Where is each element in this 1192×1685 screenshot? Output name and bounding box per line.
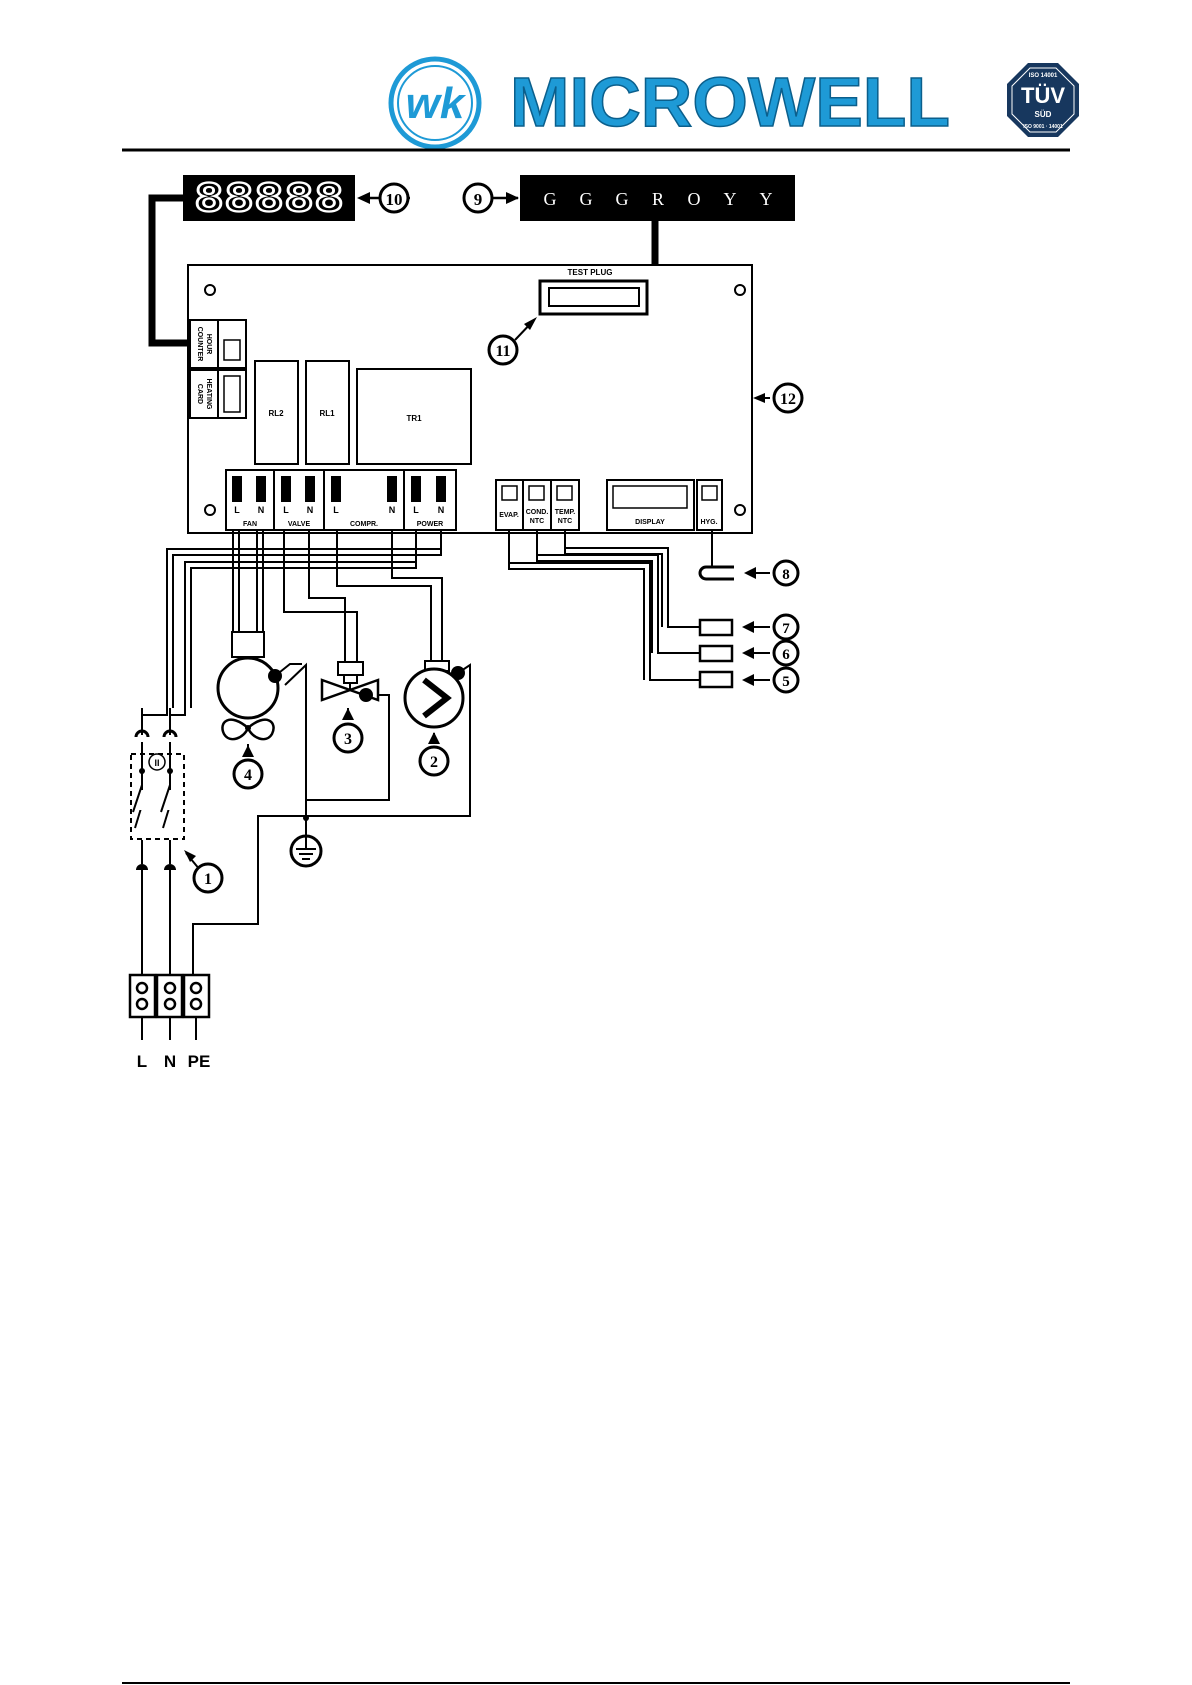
power-pin-n: N	[438, 505, 445, 515]
evap-port-label: EVAP.	[499, 512, 519, 519]
valve-terminal-label: VALVE	[288, 521, 311, 528]
callout-7: 7	[782, 621, 790, 637]
callout-12: 12	[780, 391, 796, 408]
port-cond-ntc: COND. NTC	[523, 480, 551, 530]
cert-ring-text: ISO 9001 · 14001	[1023, 124, 1063, 130]
callout-9: 9	[474, 190, 483, 209]
port-hyg: HYG.	[697, 480, 722, 530]
cert-main-text: TÜV	[1021, 83, 1065, 108]
port-evap: EVAP.	[496, 480, 523, 530]
port-temp-ntc: TEMP. NTC	[551, 480, 579, 530]
solenoid-valve: 3	[322, 662, 378, 752]
supply-label-n: N	[164, 1052, 176, 1071]
connector-pin-6: Y	[724, 189, 737, 209]
header: wk MICROWELL ISO 14001 TÜV SÜD ISO 9001 …	[122, 59, 1079, 150]
callout-5: 5	[782, 674, 790, 690]
callout-4: 4	[244, 767, 252, 784]
cond-port-label-2: NTC	[530, 518, 544, 525]
logo-mark-text: wk	[406, 79, 467, 128]
callout-8: 8	[782, 567, 790, 583]
callout-10: 10	[386, 190, 403, 209]
ground-symbol	[291, 815, 321, 866]
relay-rl1-label: RL1	[319, 409, 335, 418]
test-plug-label: TEST PLUG	[568, 268, 613, 277]
callout-2: 2	[430, 754, 438, 771]
hour-counter-label-1: HOUR	[205, 334, 212, 355]
temp-port-label-2: NTC	[558, 518, 572, 525]
power-terminal-label: POWER	[417, 521, 443, 528]
callout-6: 6	[782, 647, 790, 663]
fan-motor: 4	[218, 658, 302, 788]
connector-pin-5: O	[688, 189, 701, 209]
hour-counter-label-2: COUNTER	[196, 327, 203, 362]
control-board: 12 TEST PLUG 11 HOUR COUNTER HEATING CAR…	[188, 265, 802, 533]
display-digits: 88888	[194, 176, 344, 220]
cond-port-label-1: COND.	[526, 509, 549, 516]
cert-top-text: ISO 14001	[1029, 73, 1058, 79]
connector-pin-4: R	[652, 189, 664, 209]
compr-pin-l: L	[333, 505, 339, 515]
callout-11: 11	[495, 343, 510, 360]
callout-1: 1	[204, 871, 212, 888]
main-switch: II 1	[131, 731, 222, 892]
heating-card-label-2: CARD	[196, 384, 203, 404]
brand-logo-mark: wk	[391, 59, 479, 147]
relay-rl2-label: RL2	[268, 409, 284, 418]
switch-feed	[142, 708, 185, 735]
sensors: 7 6 5	[700, 615, 798, 692]
power-pin-l: L	[413, 505, 419, 515]
temp-port-label-1: TEMP.	[555, 509, 576, 516]
cert-sub-text: SÜD	[1035, 110, 1052, 119]
supply-label-pe: PE	[188, 1052, 211, 1071]
compr-terminal-label: COMPR.	[350, 521, 378, 528]
port-display: DISPLAY	[607, 480, 694, 530]
callout-3: 3	[344, 731, 352, 748]
connector-pin-1: G	[544, 189, 557, 209]
supply-label-l: L	[137, 1052, 147, 1071]
terminal-power: L N POWER	[404, 470, 456, 530]
fan-pin-l: L	[234, 505, 240, 515]
hyg-port-label: HYG.	[700, 519, 717, 526]
connector-pin-7: Y	[760, 189, 773, 209]
certification-badge: ISO 14001 TÜV SÜD ISO 9001 · 14001	[1007, 63, 1079, 137]
transformer-tr1-label: TR1	[406, 414, 422, 423]
valve-pin-n: N	[307, 505, 314, 515]
terminal-fan: L N FAN	[226, 470, 274, 530]
wiring	[142, 531, 712, 1040]
connector-pin-2: G	[580, 189, 593, 209]
brand-name: MICROWELL	[510, 63, 950, 141]
hygrostat: 8	[700, 561, 798, 585]
fan-terminal-label: FAN	[243, 521, 257, 528]
fan-pin-n: N	[258, 505, 265, 515]
compressor: 2	[405, 661, 465, 775]
display-port-label: DISPLAY	[635, 519, 665, 526]
heating-card-label-1: HEATING	[205, 379, 212, 411]
terminal-valve: L N VALVE	[274, 470, 324, 530]
connector-pin-3: G	[616, 189, 629, 209]
valve-pin-l: L	[283, 505, 289, 515]
terminal-compr: L N COMPR.	[324, 470, 404, 530]
switch-mark-text: II	[154, 758, 159, 768]
compr-pin-n: N	[389, 505, 396, 515]
